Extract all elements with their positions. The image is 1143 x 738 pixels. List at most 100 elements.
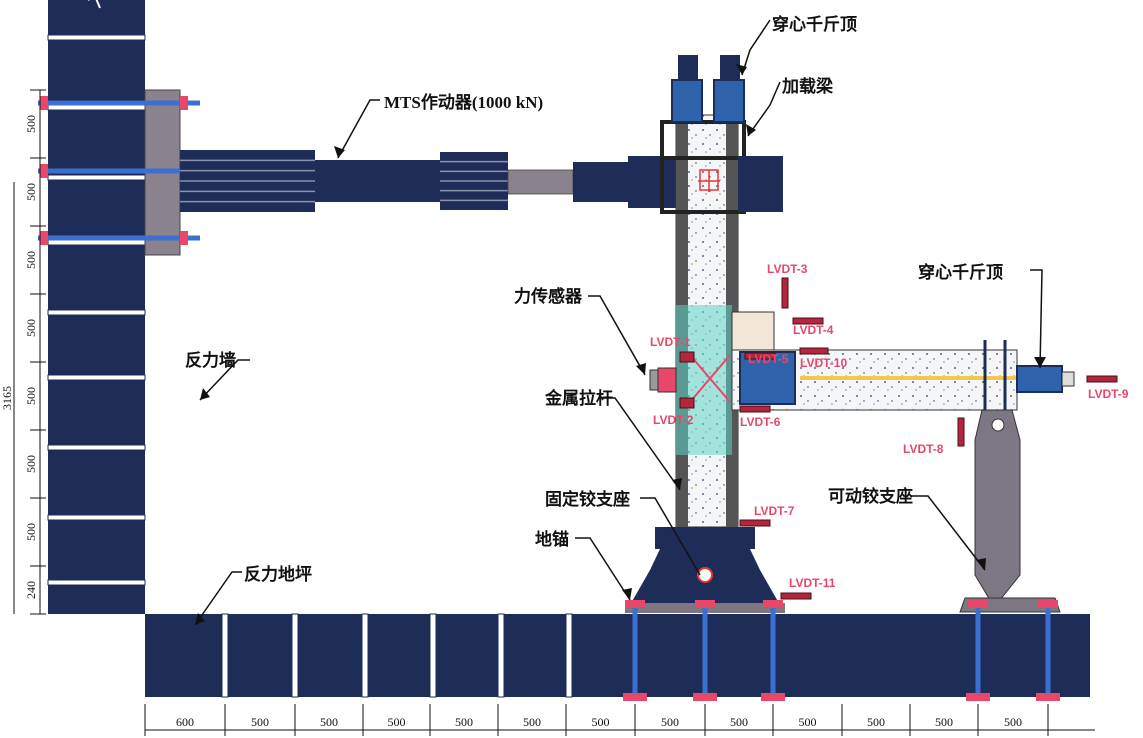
wall-joint	[47, 374, 146, 381]
metal-rod-cross	[689, 354, 731, 403]
floor-joint	[291, 613, 299, 698]
lvdt-label: LVDT-6	[740, 415, 781, 429]
label-fixed-hinge: 固定铰支座	[545, 489, 630, 509]
label-loading-beam: 加载梁	[781, 76, 834, 96]
floor-joint	[429, 613, 437, 698]
label-reaction-wall: 反力墙	[185, 350, 236, 370]
reaction-floor	[145, 600, 1090, 701]
label-reaction-floor: 反力地坪	[244, 564, 312, 584]
wall-joint	[47, 174, 146, 181]
lvdt-device	[739, 405, 771, 413]
anchor-nut	[1036, 693, 1060, 701]
horizontal-dim-label: 500	[799, 715, 817, 729]
lvdt-device	[739, 519, 771, 527]
movable-hinge-support	[959, 409, 1061, 613]
horizontal-dim-label: 600	[176, 715, 194, 729]
horizontal-dim-label: 500	[251, 715, 269, 729]
beam	[731, 311, 1018, 420]
bolt-nut	[40, 231, 48, 245]
wall-joint	[47, 514, 146, 521]
lvdt-label: LVDT-4	[793, 323, 834, 337]
actuator-base-plate	[38, 89, 200, 256]
joint-zone	[676, 305, 732, 455]
anchor-nut	[625, 600, 645, 608]
anchor-nut	[623, 693, 647, 701]
vertical-dim-label: 500	[24, 319, 38, 337]
horizontal-dimension: 600 500 500 500 500 500 500 500 500 500 500 500 500	[144, 704, 1095, 736]
anchor-nut	[966, 693, 990, 701]
wall-joint	[47, 579, 146, 586]
label-metal-rod: 金属拉杆	[544, 388, 613, 408]
horizontal-dim-label: 500	[455, 715, 473, 729]
lvdt-device	[679, 397, 695, 409]
label-load-cell: 力传感器	[514, 286, 583, 306]
bolt-nut	[180, 231, 188, 245]
bolt-nut	[40, 96, 48, 110]
horizontal-dim-label: 500	[867, 715, 885, 729]
lvdt-device	[957, 417, 965, 447]
horizontal-dim-label: 500	[935, 715, 953, 729]
vertical-dim-label: 500	[24, 523, 38, 541]
wall-joint	[47, 309, 146, 316]
floor-joint	[497, 613, 505, 698]
leader-arrows	[195, 64, 1046, 625]
lvdt-device	[744, 352, 776, 360]
label-jack-top: 穿心千斤顶	[772, 14, 857, 34]
reaction-wall	[47, 0, 146, 614]
vertical-dim-label: 500	[24, 387, 38, 405]
horizontal-dim-label: 500	[388, 715, 406, 729]
anchor-nut	[695, 600, 715, 608]
label-jack-right: 穿心千斤顶	[918, 262, 1003, 282]
lvdt-label: LVDT-10	[800, 356, 847, 370]
right-jack	[1016, 365, 1075, 393]
vertical-dim-label: 500	[24, 183, 38, 201]
bolt-nut	[40, 164, 48, 178]
lvdt-device	[781, 277, 789, 309]
lvdt-device	[792, 317, 824, 325]
label-movable-hinge: 可动铰支座	[828, 486, 913, 506]
lvdt-label: LVDT-11	[789, 576, 836, 590]
vertical-dim-label: 500	[24, 251, 38, 269]
lvdt-device	[780, 592, 812, 600]
anchor-nut	[761, 693, 785, 701]
lvdt-label: LVDT-7	[754, 504, 795, 518]
leader-lines	[194, 19, 1043, 626]
wall-joint	[47, 444, 146, 451]
lvdt-device	[679, 351, 695, 363]
floor-joint	[565, 613, 573, 698]
lvdt-device	[799, 347, 829, 355]
vertical-total-dim: 3165	[0, 386, 14, 410]
vertical-dim-label: 500	[24, 115, 38, 133]
lvdt-label: LVDT-5	[748, 352, 789, 366]
vertical-dim-label: 240	[24, 581, 38, 599]
floor-joint	[361, 613, 369, 698]
anchor-nut	[968, 600, 988, 608]
label-mts: MTS作动器(1000 kN)	[384, 92, 543, 112]
lvdt-label: LVDT-2	[653, 413, 694, 427]
load-cell	[649, 367, 677, 393]
wall-joint	[47, 34, 146, 41]
mts-actuator	[180, 150, 676, 212]
lvdt-label: LVDT-3	[767, 262, 808, 276]
horizontal-dim-label: 500	[592, 715, 610, 729]
vertical-dimension: 500 500 500 500 500 500 500 240 3165	[0, 89, 46, 615]
horizontal-dim-label: 500	[1004, 715, 1022, 729]
floor-joint	[221, 613, 229, 698]
horizontal-dim-label: 500	[661, 715, 679, 729]
lvdt-label: LVDT-8	[903, 442, 944, 456]
horizontal-dim-label: 500	[320, 715, 338, 729]
anchor-nut	[1038, 600, 1058, 608]
anchor-nut	[693, 693, 717, 701]
lvdt-label: LVDT-9	[1088, 387, 1129, 401]
lvdt-device	[1086, 375, 1118, 383]
horizontal-dim-label: 500	[523, 715, 541, 729]
bolt-nut	[180, 96, 188, 110]
wall-joint	[47, 104, 146, 111]
label-ground-anchor: 地锚	[535, 529, 569, 549]
wall-joint	[47, 239, 146, 246]
lvdt-label: LVDT-1	[650, 335, 691, 349]
vertical-dim-label: 500	[24, 455, 38, 473]
horizontal-dim-label: 500	[730, 715, 748, 729]
top-jacks	[671, 55, 745, 123]
